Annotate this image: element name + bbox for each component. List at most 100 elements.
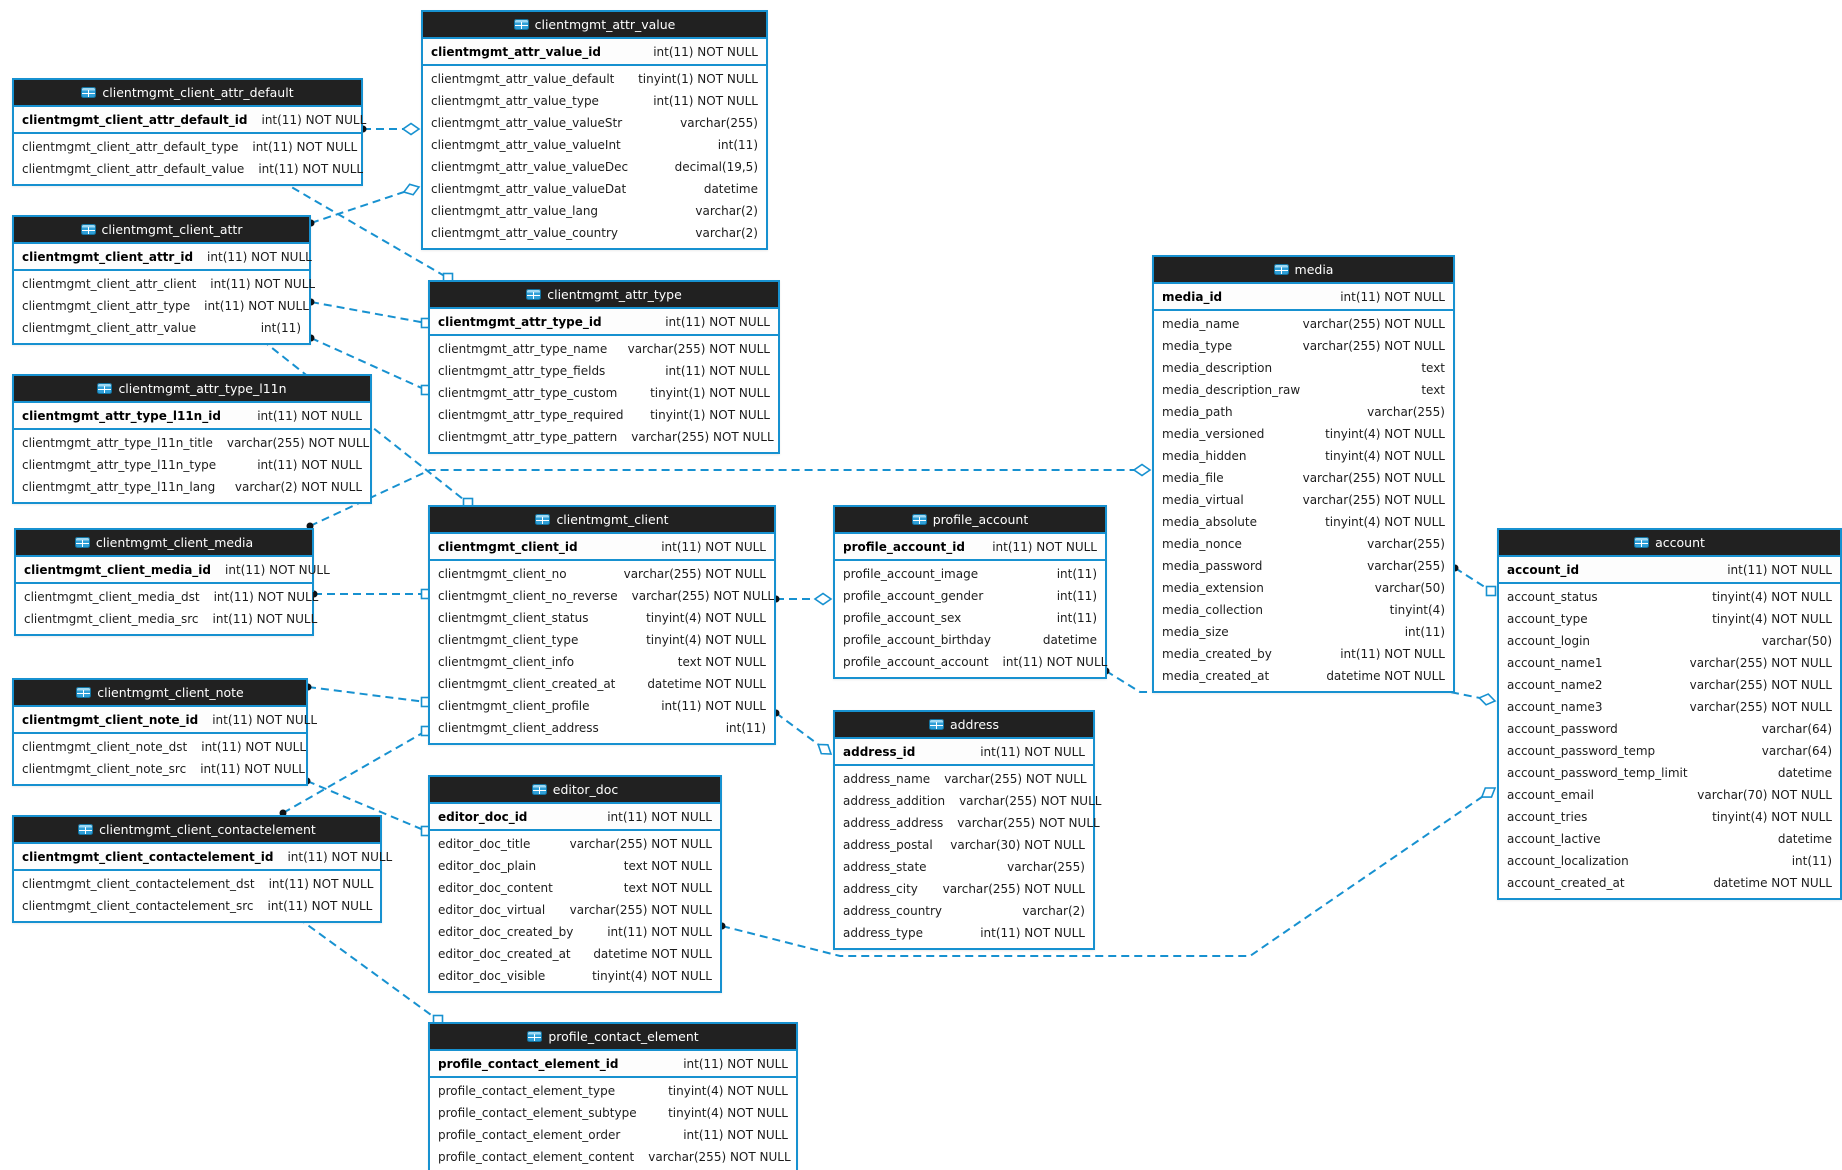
table-clientmgmt_client_attr[interactable]: clientmgmt_client_attr clientmgmt_client… <box>12 215 315 345</box>
relationship-clientmgmt_client_media-to-media[interactable] <box>309 469 1150 527</box>
relationship-endpoint-diamond <box>1477 693 1497 706</box>
column-row: clientmgmt_client_info text NOT NULL <box>430 651 774 673</box>
column-type: varchar(255) <box>1367 537 1445 551</box>
column-type: int(11) NOT NULL <box>200 762 305 776</box>
table-clientmgmt_client_contactelement[interactable]: clientmgmt_client_contactelement clientm… <box>12 815 392 923</box>
table-clientmgmt_client[interactable]: clientmgmt_client clientmgmt_client_id i… <box>428 505 776 745</box>
column-type: tinyint(4) NOT NULL <box>1325 449 1445 463</box>
column-type: int(11) <box>1056 589 1097 603</box>
table-clientmgmt_attr_type[interactable]: clientmgmt_attr_type clientmgmt_attr_typ… <box>428 280 780 454</box>
relationship-clientmgmt_client_attr-to-clientmgmt_attr_type[interactable] <box>310 301 427 324</box>
relationship-clientmgmt_client_note-to-clientmgmt_client[interactable] <box>307 686 427 703</box>
column-row: account_name1 varchar(255) NOT NULL <box>1499 652 1840 674</box>
table-clientmgmt_client_media[interactable]: clientmgmt_client_media clientmgmt_clien… <box>14 528 330 636</box>
column-type: datetime <box>1042 633 1097 647</box>
column-row: media_absolute tinyint(4) NOT NULL <box>1154 511 1453 533</box>
relationship-profile_account-to-account[interactable] <box>1105 670 1496 702</box>
column-row: clientmgmt_attr_value_country varchar(2) <box>423 222 766 244</box>
column-name: profile_account_sex <box>843 611 962 625</box>
column-row: media_name varchar(255) NOT NULL <box>1154 313 1453 335</box>
relationship-clientmgmt_client_note-to-editor_doc[interactable] <box>306 780 427 832</box>
table-title: clientmgmt_attr_type_l11n <box>118 381 287 396</box>
primary-key-row: profile_contact_element_id int(11) NOT N… <box>430 1051 796 1078</box>
column-type: varchar(255) NOT NULL <box>1689 656 1832 670</box>
column-name: editor_doc_plain <box>438 859 537 873</box>
primary-key-row: clientmgmt_client_media_id int(11) NOT N… <box>16 557 330 584</box>
column-row: media_path varchar(255) <box>1154 401 1453 423</box>
pk-column-name: editor_doc_id <box>438 809 528 824</box>
column-row: clientmgmt_attr_type_l11n_lang varchar(2… <box>14 476 370 498</box>
column-name: clientmgmt_client_info <box>438 655 575 669</box>
table-header[interactable]: clientmgmt_client_media <box>16 530 312 557</box>
column-type: int(11) NOT NULL <box>683 1128 788 1142</box>
pk-column-name: clientmgmt_client_note_id <box>22 712 199 727</box>
column-type: int(11) <box>725 721 766 735</box>
column-row: clientmgmt_client_note_dst int(11) NOT N… <box>14 736 306 758</box>
column-type: int(11) NOT NULL <box>257 458 362 472</box>
primary-key-row: clientmgmt_attr_type_l11n_id int(11) NOT… <box>14 403 370 430</box>
column-type: int(11) NOT NULL <box>653 94 758 108</box>
column-name: clientmgmt_client_no <box>438 567 567 581</box>
pk-column-type: int(11) NOT NULL <box>287 849 393 864</box>
column-name: profile_account_image <box>843 567 979 581</box>
relationship-clientmgmt_client_attr-to-clientmgmt_attr_value[interactable] <box>310 186 420 224</box>
table-header[interactable]: clientmgmt_client_contactelement <box>14 817 380 844</box>
relationship-editor_doc-to-account[interactable] <box>721 787 1496 957</box>
pk-column-name: clientmgmt_attr_type_id <box>438 314 602 329</box>
column-name: clientmgmt_client_media_dst <box>24 590 200 604</box>
pk-column-type: int(11) NOT NULL <box>665 314 770 329</box>
column-name: clientmgmt_attr_value_default <box>431 72 615 86</box>
relationship-clientmgmt_client_attr_default-to-clientmgmt_attr_type[interactable] <box>280 180 449 279</box>
column-type: datetime <box>1777 766 1832 780</box>
column-name: media_extension <box>1162 581 1264 595</box>
column-name: media_size <box>1162 625 1229 639</box>
table-profile_contact_element[interactable]: profile_contact_element profile_contact_… <box>428 1022 798 1170</box>
table-clientmgmt_attr_type_l11n[interactable]: clientmgmt_attr_type_l11n clientmgmt_att… <box>12 374 372 504</box>
column-type: tinyint(4) NOT NULL <box>668 1084 788 1098</box>
relationship-clientmgmt_client_attr-to-clientmgmt_attr_type[interactable] <box>310 337 427 391</box>
column-type: varchar(255) NOT NULL <box>1689 678 1832 692</box>
column-type: varchar(255) NOT NULL <box>1689 700 1832 714</box>
relationship-clientmgmt_client_contactelement-to-clientmgmt_client[interactable] <box>282 730 427 814</box>
table-editor_doc[interactable]: editor_doc editor_doc_id int(11) NOT NUL… <box>428 775 722 993</box>
table-header[interactable]: address <box>835 712 1093 739</box>
table-header[interactable]: clientmgmt_client_note <box>14 680 306 707</box>
table-header[interactable]: clientmgmt_client_attr <box>14 217 309 244</box>
relationship-media-to-account[interactable] <box>1454 567 1492 592</box>
table-address[interactable]: address address_id int(11) NOT NULL addr… <box>833 710 1101 950</box>
table-account[interactable]: account account_id int(11) NOT NULL acco… <box>1497 528 1842 900</box>
column-row: media_created_at datetime NOT NULL <box>1154 665 1453 687</box>
table-clientmgmt_client_attr_default[interactable]: clientmgmt_client_attr_default clientmgm… <box>12 78 366 186</box>
pk-column-type: int(11) NOT NULL <box>225 562 330 577</box>
column-type: int(11) NOT NULL <box>210 277 316 291</box>
table-title: media <box>1294 262 1334 277</box>
column-row: account_created_at datetime NOT NULL <box>1499 872 1840 894</box>
table-header[interactable]: media <box>1154 257 1453 284</box>
table-header[interactable]: clientmgmt_attr_type <box>430 282 778 309</box>
table-header[interactable]: profile_account <box>835 507 1105 534</box>
column-name: clientmgmt_client_attr_type <box>22 299 191 313</box>
primary-key-row: profile_account_id int(11) NOT NULL <box>835 534 1105 561</box>
column-row: clientmgmt_attr_value_default tinyint(1)… <box>423 68 766 90</box>
table-header[interactable]: editor_doc <box>430 777 720 804</box>
relationship-clientmgmt_client_contactelement-to-profile_contact_element[interactable] <box>297 917 439 1021</box>
table-profile_account[interactable]: profile_account profile_account_id int(1… <box>833 505 1107 679</box>
table-header[interactable]: clientmgmt_client_attr_default <box>14 80 361 107</box>
table-header[interactable]: clientmgmt_attr_value <box>423 12 766 39</box>
table-header[interactable]: clientmgmt_attr_type_l11n <box>14 376 370 403</box>
column-type: varchar(255) <box>1367 559 1445 573</box>
column-name: account_password <box>1507 722 1618 736</box>
primary-key-row: media_id int(11) NOT NULL <box>1154 284 1453 311</box>
table-clientmgmt_client_note[interactable]: clientmgmt_client_note clientmgmt_client… <box>12 678 317 786</box>
table-media[interactable]: media media_id int(11) NOT NULL media_na… <box>1152 255 1455 693</box>
table-clientmgmt_attr_value[interactable]: clientmgmt_attr_value clientmgmt_attr_va… <box>421 10 768 250</box>
column-row: clientmgmt_client_profile int(11) NOT NU… <box>430 695 774 717</box>
pk-column-name: profile_contact_element_id <box>438 1056 619 1071</box>
table-header[interactable]: profile_contact_element <box>430 1024 796 1051</box>
table-header[interactable]: account <box>1499 530 1840 557</box>
column-name: profile_account_account <box>843 655 989 669</box>
column-row: address_addition varchar(255) NOT NULL <box>835 790 1101 812</box>
pk-column-type: int(11) NOT NULL <box>992 539 1097 554</box>
table-header[interactable]: clientmgmt_client <box>430 507 774 534</box>
